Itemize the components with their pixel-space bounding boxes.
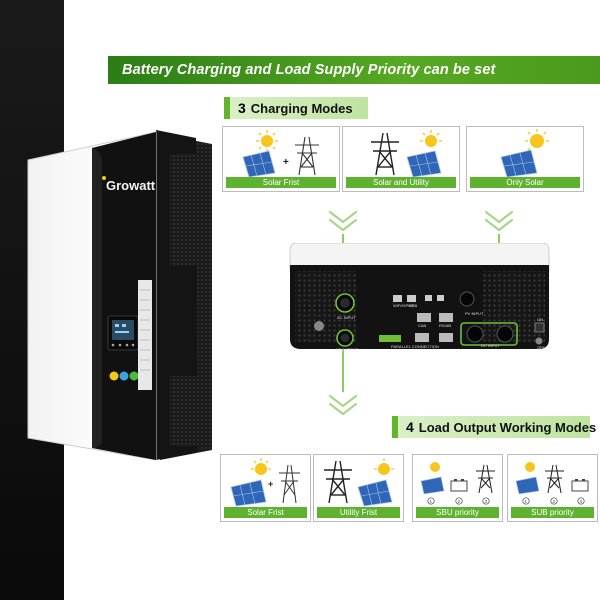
load-mode-label: SUB priority bbox=[511, 507, 594, 518]
charging-mode-label: Solar and Utility bbox=[346, 177, 456, 188]
top-banner: Battery Charging and Load Supply Priorit… bbox=[108, 56, 600, 84]
load-mode-label: Solar Frist bbox=[224, 507, 307, 518]
can-label: CAN bbox=[418, 323, 427, 328]
inverter-bottom-view: AC INPUT AC OUTPUT PV INPUT DC INPUT PAR… bbox=[289, 243, 550, 352]
banner-text: Battery Charging and Load Supply Priorit… bbox=[122, 62, 496, 78]
charging-mode-label: Only Solar bbox=[470, 177, 580, 188]
parallel-connection-label: PARALLEL CONNECTION bbox=[391, 344, 439, 349]
svg-text:+: + bbox=[283, 157, 289, 168]
load-mode-card-sbu-priority: 1 2 3 SBU priority bbox=[412, 454, 503, 522]
charging-mode-card-solar-first: + Solar Frist bbox=[222, 126, 340, 192]
load-mode-card-utility-first: Utility Frist bbox=[313, 454, 404, 522]
load-modes-heading: 4 Load Output Working Modes bbox=[392, 416, 596, 438]
off-label: OFF bbox=[537, 345, 546, 350]
svg-text:3: 3 bbox=[580, 499, 583, 504]
solar-plus-tower-icon: + bbox=[230, 458, 300, 507]
brand-logo: Growatt bbox=[106, 178, 156, 193]
charging-modes-count: 3 bbox=[238, 100, 246, 116]
load-mode-card-solar-first: + Solar Frist bbox=[220, 454, 311, 522]
solar-panel-icon bbox=[500, 129, 549, 178]
svg-text:+: + bbox=[268, 479, 273, 489]
tower-plus-solar-icon bbox=[324, 458, 394, 507]
svg-text:3: 3 bbox=[485, 499, 488, 504]
load-modes-count: 4 bbox=[406, 419, 414, 435]
charging-modes-title: Charging Modes bbox=[250, 100, 353, 116]
svg-text:1: 1 bbox=[430, 499, 433, 504]
growatt-inverter-device: Growatt bbox=[27, 130, 212, 460]
load-modes-title: Load Output Working Modes bbox=[418, 419, 597, 435]
solar-plus-tower-icon: + bbox=[242, 130, 319, 178]
pv-input-label: PV INPUT bbox=[465, 311, 484, 316]
tower-plus-solar-icon bbox=[371, 130, 442, 178]
charging-mode-card-only-solar: Only Solar bbox=[466, 126, 584, 192]
rs485-label: RS485 bbox=[439, 323, 452, 328]
load-mode-label: Utility Frist bbox=[317, 507, 400, 518]
solar-utility-battery-icon: 1 2 3 bbox=[515, 462, 589, 505]
usb-label: USB bbox=[409, 303, 418, 308]
wifi-label: WIFI/GPRS bbox=[393, 303, 414, 308]
svg-text:2: 2 bbox=[553, 499, 556, 504]
ac-output-label: AC OUTPUT bbox=[335, 347, 359, 352]
load-mode-card-sub-priority: 1 2 3 SUB priority bbox=[507, 454, 598, 522]
on-label: ON bbox=[537, 317, 543, 322]
solar-battery-utility-icon: 1 2 3 bbox=[420, 462, 495, 505]
charging-modes-heading: 3 Charging Modes bbox=[224, 97, 368, 119]
load-mode-label: SBU priority bbox=[416, 507, 499, 518]
ac-input-label: AC INPUT bbox=[337, 315, 356, 320]
charging-mode-card-solar-utility: Solar and Utility bbox=[342, 126, 460, 192]
charging-mode-label: Solar Frist bbox=[226, 177, 336, 188]
svg-text:1: 1 bbox=[525, 499, 528, 504]
dc-input-label: DC INPUT bbox=[481, 343, 500, 348]
svg-text:2: 2 bbox=[458, 499, 461, 504]
